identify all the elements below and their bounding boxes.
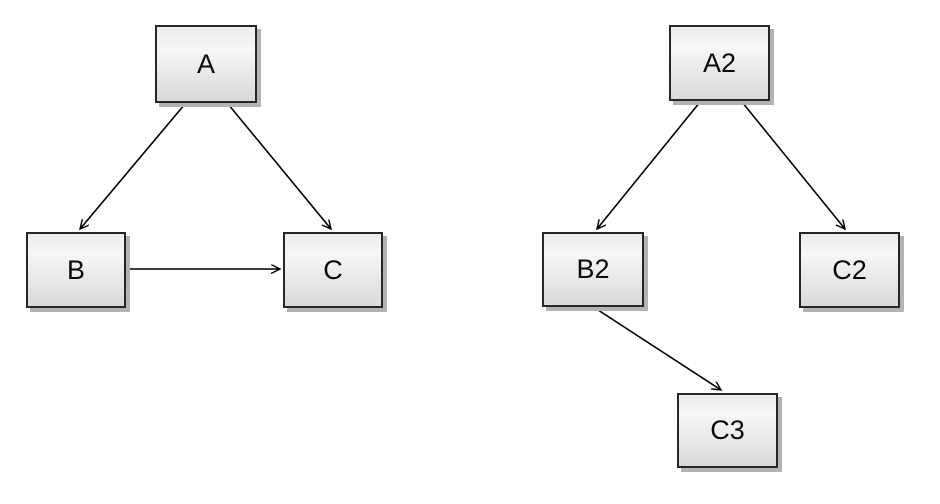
node-label: C3	[710, 415, 745, 445]
node-label: A2	[702, 47, 737, 78]
node-C[interactable]: C	[283, 232, 383, 308]
edge-A2-to-C2[interactable]	[741, 101, 845, 229]
node-B2[interactable]: B2	[542, 232, 644, 307]
node-label: A	[196, 48, 215, 79]
node-C3[interactable]: C3	[677, 393, 778, 468]
node-label: B	[66, 254, 85, 285]
node-B[interactable]: B	[26, 232, 126, 308]
node-label: B2	[576, 254, 610, 284]
node-label: C	[323, 254, 343, 285]
edge-A2-to-B2[interactable]	[597, 101, 701, 229]
node-A[interactable]: A	[155, 25, 257, 103]
node-label: C2	[832, 254, 867, 285]
edge-A-to-B[interactable]	[80, 103, 186, 229]
edge-B2-to-C3[interactable]	[594, 307, 721, 390]
edge-A-to-C[interactable]	[227, 103, 331, 229]
node-C2[interactable]: C2	[799, 232, 900, 308]
node-A2[interactable]: A2	[669, 25, 770, 101]
